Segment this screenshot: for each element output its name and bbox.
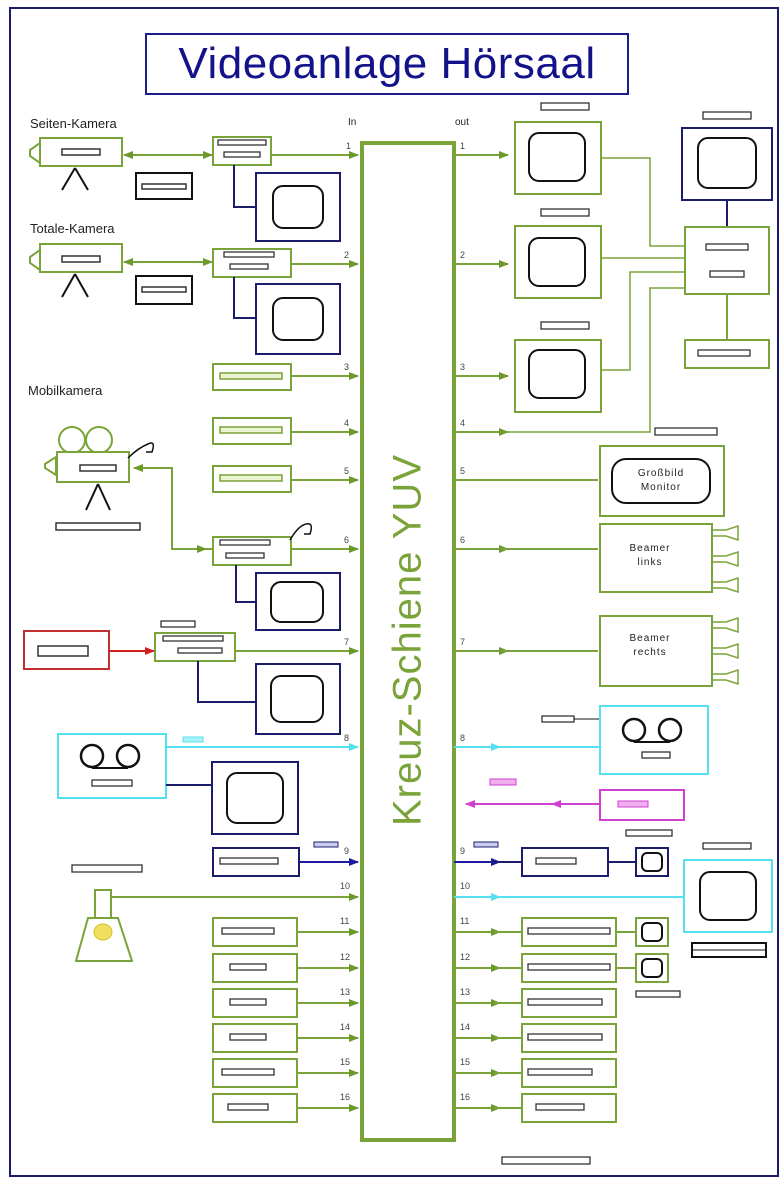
switcher-box bbox=[684, 226, 770, 295]
beamer-rechts-label: Beamer rechts bbox=[629, 633, 671, 658]
totale-kamera-group bbox=[29, 243, 359, 355]
output-number: 13 bbox=[460, 987, 471, 997]
output-number: 2 bbox=[460, 250, 466, 260]
output-number: 10 bbox=[460, 881, 471, 891]
camera-lens-icon bbox=[29, 141, 41, 165]
output-number: 8 bbox=[460, 733, 466, 743]
mobil-kamera-label: Mobilkamera bbox=[28, 383, 103, 398]
output-number: 7 bbox=[460, 637, 466, 647]
output-number: 4 bbox=[460, 418, 466, 428]
crossbar-label: Kreuz-Schiene YUV bbox=[385, 454, 430, 826]
seiten-kamera-label: Seiten-Kamera bbox=[30, 116, 117, 131]
mobil-kamera-group bbox=[44, 426, 359, 631]
output-number: 12 bbox=[460, 952, 471, 962]
input-number: 1 bbox=[346, 141, 352, 151]
output-number: 9 bbox=[460, 846, 466, 856]
outer-frame bbox=[9, 7, 779, 1177]
tripod-icon bbox=[85, 483, 111, 511]
output-number: 5 bbox=[460, 466, 466, 476]
tape-deck-icon bbox=[57, 733, 167, 799]
beamer-links-box bbox=[599, 523, 713, 593]
tripod-icon bbox=[61, 273, 89, 298]
output-number: 1 bbox=[460, 141, 466, 151]
output-number: 15 bbox=[460, 1057, 471, 1067]
projector-lamp-icon bbox=[94, 889, 112, 919]
input-number: 2 bbox=[344, 250, 350, 260]
input-number: 15 bbox=[340, 1057, 351, 1067]
tape-deck-icon bbox=[599, 705, 709, 775]
projector-group bbox=[71, 864, 359, 962]
tripod-icon bbox=[61, 167, 89, 191]
input-number: 16 bbox=[340, 1092, 351, 1102]
page-title: Videoanlage Hörsaal bbox=[145, 33, 629, 95]
output-number: 3 bbox=[460, 362, 466, 372]
input-number: 11 bbox=[340, 916, 350, 926]
red-source-group bbox=[23, 620, 359, 735]
input-number: 10 bbox=[340, 881, 351, 891]
input-number: 12 bbox=[340, 952, 351, 962]
output-number: 14 bbox=[460, 1022, 471, 1032]
input-number: 14 bbox=[340, 1022, 351, 1032]
output-number: 6 bbox=[460, 535, 466, 545]
output-number: 11 bbox=[460, 916, 470, 926]
tape-input-group bbox=[57, 733, 359, 835]
seiten-kamera-group bbox=[29, 136, 359, 242]
crossbar-rail bbox=[360, 141, 456, 1142]
beamer-rechts-box bbox=[599, 615, 713, 687]
input-number: 6 bbox=[344, 535, 350, 545]
input-number: 7 bbox=[344, 637, 350, 647]
input-number: 3 bbox=[344, 362, 350, 372]
input-number: 4 bbox=[344, 418, 350, 428]
grossbild-label: Großbild Monitor bbox=[637, 468, 685, 493]
input-number: 13 bbox=[340, 987, 351, 997]
input-number: 5 bbox=[344, 466, 350, 476]
input-number: 9 bbox=[344, 846, 350, 856]
output-number: 16 bbox=[460, 1092, 471, 1102]
out-header: out bbox=[455, 117, 469, 128]
beamer-links-label: Beamer links bbox=[629, 543, 671, 568]
totale-kamera-label: Totale-Kamera bbox=[30, 221, 115, 236]
in-header: In bbox=[348, 117, 357, 128]
monitor-icon bbox=[255, 283, 341, 355]
input-number: 8 bbox=[344, 733, 350, 743]
